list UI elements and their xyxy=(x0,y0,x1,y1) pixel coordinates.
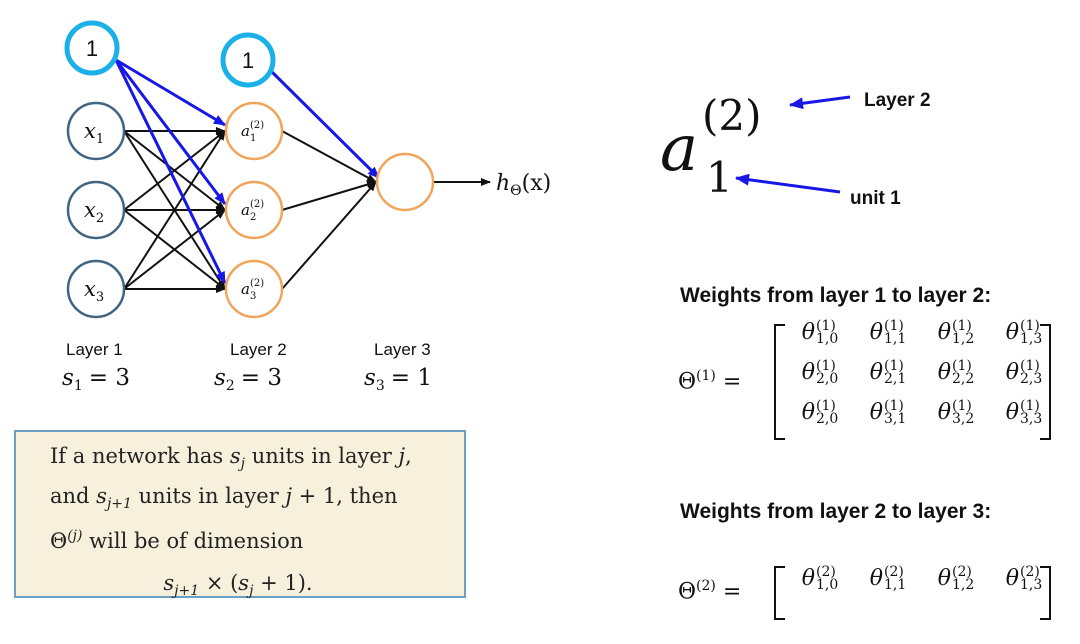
svg-text:3: 3 xyxy=(250,291,256,302)
theta-entry: θ(1)3,3 xyxy=(1005,398,1043,427)
theta-2-matrix: Θ(2) = θ(2)1,0 θ(2)1,1 θ(2)1,2 θ(2)1,3 xyxy=(678,560,1068,624)
svg-text:a: a xyxy=(241,201,250,219)
input-node: x2 xyxy=(66,180,126,240)
theta-entry: θ(2)1,0 xyxy=(801,564,839,593)
edge xyxy=(123,130,226,290)
bias-unit-layer-2: 1 xyxy=(220,32,276,88)
svg-text:a: a xyxy=(241,122,250,140)
theta-entry: θ(1)2,0 xyxy=(801,398,839,427)
svg-text:x3: x3 xyxy=(84,277,104,305)
theta-entry: θ(1)1,3 xyxy=(1005,318,1043,347)
svg-text:s3= 1: s3= 1 xyxy=(364,365,432,394)
layer-arrow xyxy=(789,95,851,110)
layer-3-label: Layer 3 s3= 1 xyxy=(364,340,432,394)
edge xyxy=(123,209,226,290)
svg-text:Layer 3: Layer 3 xyxy=(374,340,431,359)
svg-text:a: a xyxy=(241,280,250,298)
svg-text:Layer 1: Layer 1 xyxy=(66,340,123,359)
output-label: hΘ(x) xyxy=(496,171,551,199)
theta-entry: θ(1)3,1 xyxy=(869,398,907,427)
input-node: x1 xyxy=(66,101,126,161)
theta-entry: θ(1)1,1 xyxy=(869,318,907,347)
bias-edge xyxy=(270,70,381,180)
network-edges xyxy=(123,127,491,293)
output-node xyxy=(375,152,435,212)
input-node: x3 xyxy=(66,259,126,319)
edge xyxy=(281,180,377,211)
bias-edge xyxy=(114,59,227,205)
theta-2-label: Θ(2) = xyxy=(678,578,742,605)
theta-1-label: Θ(1) = xyxy=(678,368,742,395)
rule-line-3: Θ(j) will be of dimension xyxy=(50,528,304,554)
edge xyxy=(281,181,377,290)
theta-entry: θ(1)1,0 xyxy=(801,318,839,347)
layer-1-label: Layer 1 s1= 3 xyxy=(62,340,130,394)
svg-text:(2): (2) xyxy=(250,199,264,210)
rule-line-2: and sj+1 units in layer j + 1, then xyxy=(50,484,398,513)
activation-superscript: (2) xyxy=(702,91,762,140)
bracket-left xyxy=(774,566,785,620)
layer-annotation: Layer 2 xyxy=(864,90,931,111)
activation-notation: a (2) 1 Layer 2 unit 1 xyxy=(660,90,931,209)
bias-edges xyxy=(114,58,381,284)
hidden-node: a(2) 3 xyxy=(224,259,284,319)
rule-line-4: sj+1 × (sj + 1). xyxy=(163,571,313,600)
theta-entry: θ(1)2,2 xyxy=(937,358,975,387)
bracket-left xyxy=(774,324,785,440)
theta-entry: θ(1)2,1 xyxy=(869,358,907,387)
unit-annotation: unit 1 xyxy=(850,188,901,209)
svg-text:x1: x1 xyxy=(84,119,104,147)
edge xyxy=(123,130,226,211)
svg-text:(2): (2) xyxy=(250,278,264,289)
bias-unit-layer-1: 1 xyxy=(64,20,120,76)
bracket-right xyxy=(1040,566,1051,620)
svg-text:x2: x2 xyxy=(84,198,104,226)
bracket-right xyxy=(1040,324,1051,440)
svg-text:s2= 3: s2= 3 xyxy=(214,365,282,394)
dimension-rule-box: If a network has sj units in layer j, an… xyxy=(14,430,466,600)
layer-2-label: Layer 2 s2= 3 xyxy=(214,340,287,394)
activation-symbol: a xyxy=(660,112,698,186)
hidden-node: a(2) 1 xyxy=(224,101,284,161)
theta-entry: θ(1)3,2 xyxy=(937,398,975,427)
theta-entry: θ(2)1,3 xyxy=(1005,564,1043,593)
theta-entry: θ(2)1,1 xyxy=(869,564,907,593)
activation-subscript: 1 xyxy=(706,153,733,202)
theta-entry: θ(2)1,2 xyxy=(937,564,975,593)
theta-1-matrix: Θ(1) = θ(1)1,0 θ(1)1,1 θ(1)1,2 θ(1)1,3 θ(1)2… xyxy=(678,318,1068,448)
svg-text:Layer 2: Layer 2 xyxy=(230,340,287,359)
svg-text:s1= 3: s1= 3 xyxy=(62,365,130,394)
svg-text:2: 2 xyxy=(250,212,256,223)
theta-entry: θ(1)2,3 xyxy=(1005,358,1043,387)
svg-text:(2): (2) xyxy=(250,120,264,131)
rule-line-1: If a network has sj units in layer j, xyxy=(50,444,412,473)
bias-edge xyxy=(115,58,226,127)
svg-text:1: 1 xyxy=(242,48,254,73)
unit-arrow xyxy=(735,173,841,194)
hidden-node: a(2) 2 xyxy=(224,180,284,240)
theta-entry: θ(1)2,0 xyxy=(801,358,839,387)
weights-1-heading: Weights from layer 1 to layer 2: xyxy=(680,284,992,307)
theta-entry: θ(1)1,2 xyxy=(937,318,975,347)
svg-text:1: 1 xyxy=(86,36,98,61)
weights-2-heading: Weights from layer 2 to layer 3: xyxy=(680,500,992,523)
bias-edge xyxy=(114,59,227,284)
edge xyxy=(281,130,377,183)
svg-text:1: 1 xyxy=(250,133,256,144)
